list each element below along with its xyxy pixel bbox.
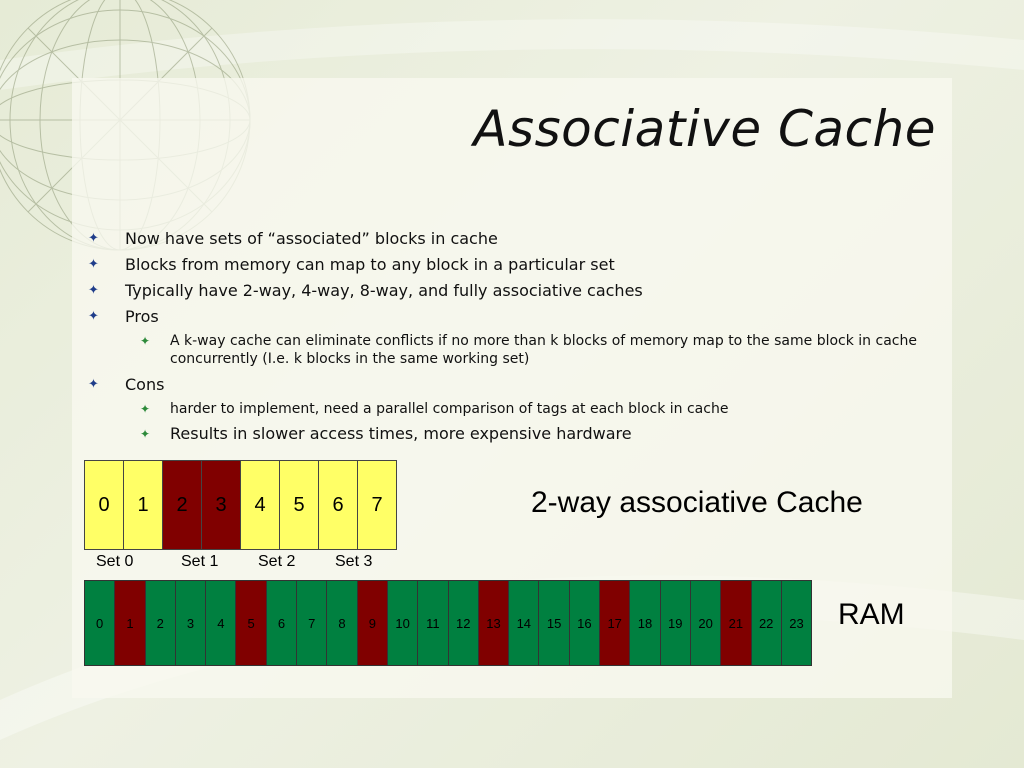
bullet-item: ✦ Pros <box>88 304 948 330</box>
bullet-list: ✦ Now have sets of “associated” blocks i… <box>88 226 948 450</box>
ram-block: 18 <box>629 580 661 666</box>
slide-title: Associative Cache <box>473 100 936 158</box>
cache-block: 3 <box>201 460 241 550</box>
ram-block: 10 <box>386 580 419 666</box>
sub-bullet-text: A k-way cache can eliminate conflicts if… <box>170 333 917 367</box>
four-point-star-icon: ✦ <box>88 231 99 246</box>
ram-block: 22 <box>750 580 782 666</box>
sub-bullet-item: ✦ A k-way cache can eliminate conflicts … <box>88 332 948 368</box>
bullet-text: Now have sets of “associated” blocks in … <box>125 229 498 248</box>
ram-block: 13 <box>477 580 510 666</box>
bullet-text: Blocks from memory can map to any block … <box>125 255 615 274</box>
cache-block: 5 <box>279 460 319 550</box>
ram-block: 17 <box>599 580 631 666</box>
sub-bullet-item: ✦ harder to implement, need a parallel c… <box>88 400 948 418</box>
sub-bullet-text: harder to implement, need a parallel com… <box>170 401 729 417</box>
four-point-star-icon: ✦ <box>140 402 151 416</box>
cache-block: 2 <box>162 460 202 550</box>
ram-block: 8 <box>326 580 358 666</box>
ram-block: 14 <box>508 580 540 666</box>
set-label: Set 1 <box>181 553 219 570</box>
bullet-item: ✦ Now have sets of “associated” blocks i… <box>88 226 948 252</box>
four-point-star-icon: ✦ <box>88 283 99 298</box>
ram-block: 12 <box>447 580 479 666</box>
ram-block: 3 <box>174 580 207 666</box>
set-label: Set 3 <box>335 553 373 570</box>
cache-block: 4 <box>240 460 280 550</box>
four-point-star-icon: ✦ <box>140 427 151 441</box>
bullet-text: Typically have 2-way, 4-way, 8-way, and … <box>125 281 643 300</box>
bullet-item: ✦ Cons <box>88 372 948 398</box>
ram-block: 1 <box>114 580 146 666</box>
four-point-star-icon: ✦ <box>88 309 99 324</box>
ram-block: 16 <box>568 580 601 666</box>
cache-block: 6 <box>318 460 358 550</box>
ram-block: 2 <box>144 580 176 666</box>
ram-block: 20 <box>689 580 722 666</box>
ram-block: 0 <box>84 580 116 666</box>
ram-block: 6 <box>265 580 298 666</box>
four-point-star-icon: ✦ <box>140 334 151 348</box>
four-point-star-icon: ✦ <box>88 377 99 392</box>
sub-bullet-text: Results in slower access times, more exp… <box>170 424 632 443</box>
bullet-text: Pros <box>125 307 159 326</box>
four-point-star-icon: ✦ <box>88 257 99 272</box>
ram-block: 11 <box>417 580 449 666</box>
ram-block: 7 <box>296 580 328 666</box>
cache-block: 0 <box>84 460 124 550</box>
ram-block: 21 <box>720 580 752 666</box>
ram-block: 23 <box>780 580 813 666</box>
ram-block: 4 <box>205 580 237 666</box>
ram-block: 5 <box>235 580 267 666</box>
sub-bullet-item: ✦ Results in slower access times, more e… <box>88 422 948 446</box>
set-label: Set 2 <box>258 553 296 570</box>
bullet-item: ✦ Typically have 2-way, 4-way, 8-way, an… <box>88 278 948 304</box>
ram-block: 19 <box>659 580 691 666</box>
set-label: Set 0 <box>96 553 134 570</box>
cache-caption: 2-way associative Cache <box>531 486 863 519</box>
ram-block: 15 <box>538 580 570 666</box>
bullet-text: Cons <box>125 375 165 394</box>
cache-block: 7 <box>357 460 397 550</box>
bullet-item: ✦ Blocks from memory can map to any bloc… <box>88 252 948 278</box>
ram-caption: RAM <box>838 598 905 631</box>
cache-block: 1 <box>123 460 163 550</box>
ram-block: 9 <box>356 580 388 666</box>
